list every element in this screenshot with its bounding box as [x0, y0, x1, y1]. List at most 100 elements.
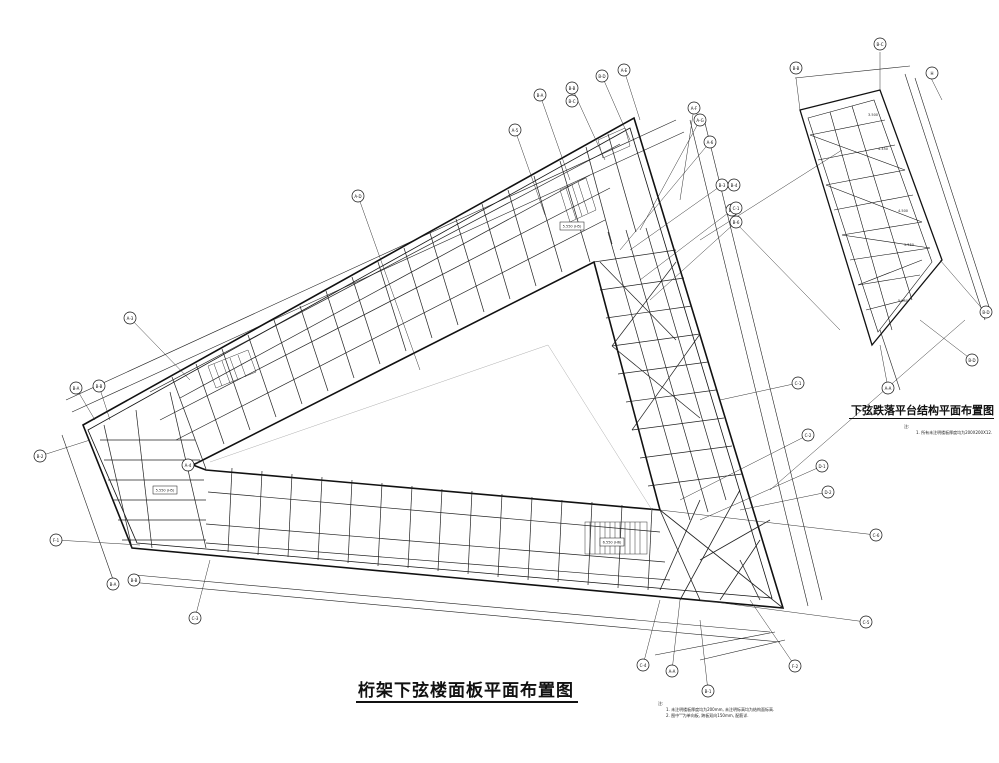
svg-text:B-C: B-C — [569, 99, 576, 104]
svg-text:B-B: B-B — [131, 578, 138, 583]
corner-bracing — [659, 489, 784, 609]
dimension-lines — [61, 65, 991, 661]
axis-bubble-a-d: A-D — [351, 189, 365, 203]
main-title-underline — [356, 701, 578, 703]
svg-text:C-4: C-4 — [640, 663, 647, 668]
bottom-wing-ribs — [205, 467, 671, 591]
axis-bubble-b-b: B-B — [565, 81, 579, 95]
svg-text:F-2: F-2 — [792, 664, 799, 669]
drawing-main-title: 桁架下弦楼面板平面布置图 — [358, 681, 574, 701]
axis-bubble-b-1: B-3 — [715, 178, 729, 192]
inner-reference-line — [209, 344, 653, 511]
elevation-tag: 4.500 — [898, 209, 908, 213]
svg-text:F-1: F-1 — [53, 538, 60, 543]
axis-bubble-b-5-side: C-1 — [729, 201, 743, 215]
axis-bubble-c-4: C-6 — [869, 528, 883, 542]
axis-bubble-b-a: B-A — [533, 88, 547, 102]
note-line: 注: — [904, 424, 910, 429]
axis-bubble-c-side: B-D — [979, 305, 993, 319]
svg-text:C-6: C-6 — [873, 533, 880, 538]
svg-text:C-1: C-1 — [733, 206, 740, 211]
axis-bubble-c-6: D-2 — [821, 485, 835, 499]
axis-bubble-a-e: A-E — [617, 63, 631, 77]
elevation-tag: 5.550 (H5) — [563, 225, 582, 229]
axis-bubble-b-2: B-4 — [727, 178, 741, 192]
axis-bubble-f-1: B-A — [69, 381, 83, 395]
svg-text:B-A: B-A — [73, 386, 80, 391]
axis-bubble-b-a-side: B-B — [789, 61, 803, 75]
svg-text:B-6: B-6 — [733, 220, 740, 225]
axis-bubble-b-6: C-2 — [801, 428, 815, 442]
axis-bubbles: A-D A-3 A-5 B-A B-B B-C B-D A-E A-F A-G … — [33, 37, 993, 698]
svg-text:B-A: B-A — [537, 93, 544, 98]
svg-text:B-2: B-2 — [37, 454, 44, 459]
svg-text:A-6: A-6 — [707, 140, 714, 145]
axis-bubble-f-2: B-B — [92, 379, 106, 393]
axis-bubble-c-3: C-5 — [859, 615, 873, 629]
svg-text:C-2: C-2 — [805, 433, 812, 438]
axis-bubble-a-5: B-1 — [701, 684, 715, 698]
axis-bubble-a-f: A-F — [687, 101, 701, 115]
elevation-tag: 5.550 (H5) — [156, 489, 175, 493]
svg-text:H: H — [930, 71, 933, 76]
svg-text:A-G: A-G — [696, 118, 703, 123]
axis-bubble-a-1: A-3 — [123, 311, 137, 325]
side-title-underline — [849, 418, 994, 419]
top-wing-ribs — [149, 133, 637, 470]
note-line: 2. 图中""为单向板, 跨板双向150mm, 配筋详. — [666, 713, 749, 718]
axis-bubble-h: H — [925, 66, 939, 80]
svg-text:C-5: C-5 — [863, 620, 870, 625]
elevation-tag: 6.550 (H6) — [603, 541, 622, 545]
svg-text:A-5: A-5 — [512, 128, 519, 133]
axis-bubble-a-2: A-4 — [181, 458, 195, 472]
elevation-tag: 3.500 — [868, 113, 878, 117]
svg-text:C-3: C-3 — [192, 616, 199, 621]
svg-text:B-A: B-A — [110, 582, 117, 587]
svg-text:A-A: A-A — [885, 386, 892, 391]
svg-text:B-1: B-1 — [705, 689, 712, 694]
axis-bubble-a-6: B-2 — [33, 449, 47, 463]
svg-text:A-E: A-E — [621, 68, 628, 73]
elevation-tags: 5.550 (H5) 5.550 (H5) 6.550 (H6) 3.500 4… — [152, 113, 914, 547]
axis-bubble-b-4: B-6 — [729, 215, 743, 229]
side-notes: 注: 1. 所有未注明楼板厚度均为200X200X12. — [904, 424, 992, 436]
axis-bubble-b-5: C-1 — [791, 376, 805, 390]
svg-text:A-A: A-A — [669, 669, 676, 674]
side-platform-plan — [699, 52, 986, 491]
svg-text:B-C: B-C — [877, 42, 884, 47]
svg-text:D-2: D-2 — [824, 490, 832, 495]
svg-text:B-D: B-D — [982, 310, 989, 315]
svg-text:B-3: B-3 — [719, 183, 726, 188]
axis-bubble-a-4: A-6 — [703, 135, 717, 149]
svg-text:B-B: B-B — [569, 86, 576, 91]
axis-bubble-d-side: B-D — [965, 353, 979, 367]
axis-bubble-label: A-D — [354, 194, 361, 199]
axis-bubble-f-2b: B-B — [127, 573, 141, 587]
main-notes: 注: 1. 未注明楼板厚度均为200mm, 未注明标高均为结构面标高. 2. 图… — [658, 701, 774, 719]
axis-bubble-a-a: A-A — [665, 664, 679, 678]
svg-text:A-F: A-F — [691, 106, 698, 111]
axis-bubble-f-1b: B-A — [106, 577, 120, 591]
elevation-tag: 5.550 — [904, 243, 914, 247]
building-outline — [81, 116, 785, 609]
axis-bubble-d-1: F-1 — [49, 533, 63, 547]
svg-text:B-D: B-D — [598, 74, 605, 79]
note-line: 1. 未注明楼板厚度均为200mm, 未注明标高均为结构面标高. — [666, 707, 775, 712]
axis-bubble-b-c: B-C — [565, 94, 579, 108]
axis-bubble-a-3: A-5 — [508, 123, 522, 137]
svg-text:A-3: A-3 — [127, 316, 134, 321]
axis-leaders — [39, 69, 877, 692]
svg-text:A-4: A-4 — [185, 463, 192, 468]
axis-bubble-c-2: C-4 — [636, 658, 650, 672]
axis-bubble-c-5: D-1 — [815, 459, 829, 473]
note-line: 注: — [658, 701, 664, 706]
svg-text:B-B: B-B — [96, 384, 103, 389]
svg-text:C-1: C-1 — [795, 381, 802, 386]
axis-bubble-a-side: A-A — [881, 381, 895, 395]
elevation-tag: 5.550 — [898, 299, 908, 303]
axis-bubble-a-g: A-G — [693, 113, 707, 127]
right-wing-ribs — [593, 227, 743, 521]
note-line: 1. 所有未注明楼板厚度均为200X200X12. — [916, 430, 993, 435]
svg-text:B-D: B-D — [968, 358, 975, 363]
